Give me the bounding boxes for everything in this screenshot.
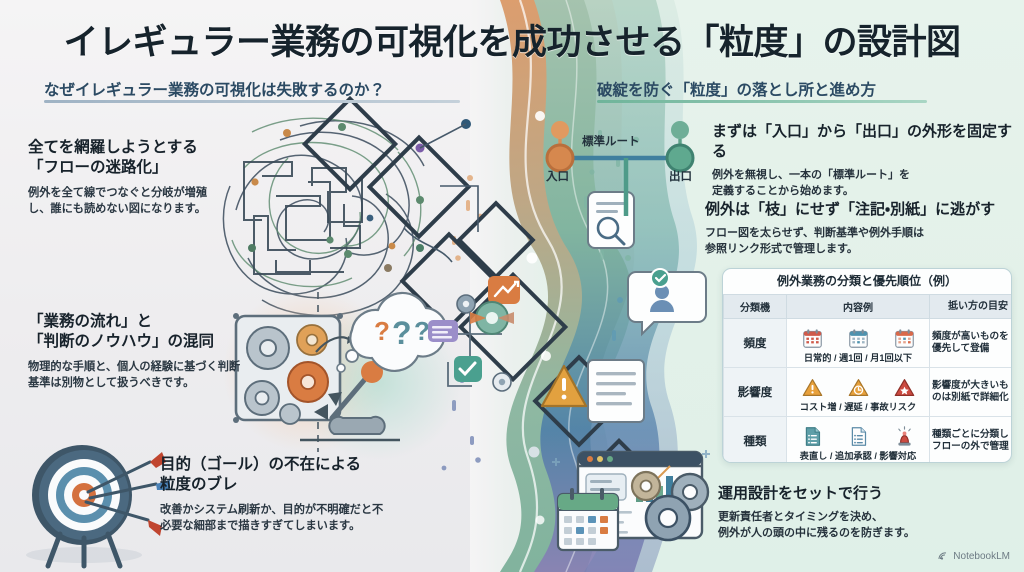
target-dartboard-illustration xyxy=(26,445,170,569)
calendar-red-icon xyxy=(802,329,822,348)
table-col-guidance: 抵い方の目安 xyxy=(929,294,1011,319)
calendar-orange-icon xyxy=(894,329,914,348)
row-1-guidance: 頻度が高いものを 優先して登備 xyxy=(929,318,1011,368)
subtitle-underline-left xyxy=(44,100,460,103)
right-point-2-body: フロー図を太らせず、判断基準や例外手順は 参照リンク形式で管理します。 xyxy=(705,226,925,255)
left-point-1-body: 例外を全て線でつなぐと分岐が増殖し、誰にも読めない図になります。 xyxy=(28,186,208,216)
section-subtitle-left: なぜイレギュラー業務の可視化は失敗するのか？ xyxy=(44,82,386,99)
left-point-3: 目的（ゴール）の不在による 粒度のブレ 改善かシステム刷新か、目的が不明確だと不… xyxy=(160,455,390,534)
person-approval-illustration xyxy=(627,268,707,337)
right-point-2: 例外は「枝」にせず「注記・別紙」に逃がす フロー図を太らせず、判断基準や例外手順… xyxy=(705,200,1015,258)
row-2-category: 影響度 xyxy=(723,367,787,417)
right-point-3: 運用設計をセットで行う 更新責任者とタイミングを決め、 例外が人の頭の中に残るの… xyxy=(718,484,1018,542)
table-row: 種類 xyxy=(723,416,1011,462)
calendar-icon xyxy=(556,488,620,552)
row-1-examples: 日常的 / 週1回 / 月1回以下 xyxy=(786,318,930,368)
row-3-category: 種類 xyxy=(723,416,787,462)
entry-label: 入口 xyxy=(546,171,569,183)
document-teal-icon xyxy=(805,427,820,446)
settings-gear-icon xyxy=(630,470,710,542)
left-point-3-body: 改善かシステム刷新か、目的が不明確だと不必要な細部まで描きすぎてしまいます。 xyxy=(160,503,384,533)
exception-priority-table: 分類機 内容例 抵い方の目安 頻度 xyxy=(723,294,1011,462)
page-title: イレギュラー業務の可視化を成功させる「粒度」の設計図 xyxy=(63,23,961,62)
clock-warning-icon xyxy=(848,379,868,396)
exit-label: 出口 xyxy=(669,171,692,183)
route-label: 標準ルート xyxy=(582,136,640,148)
document-blue-icon xyxy=(851,427,866,446)
svg-text:?: ? xyxy=(374,316,390,346)
left-point-2: 「業務の流れ」と 「判断のノウハウ」の混同 物理的な手順と、個人の経験に基づく判… xyxy=(28,312,250,391)
table-title: 例外業務の分類と優先順位（例） xyxy=(776,274,957,288)
right-point-3-body: 更新責任者とタイミングを決め、 例外が人の頭の中に残るのを防ぎます。 xyxy=(718,510,915,539)
alarm-light-icon xyxy=(897,426,911,446)
row-3-examples: 表直し / 追加承認 / 影響対応 xyxy=(786,416,930,462)
row-3-icon-group xyxy=(789,420,927,447)
row-1-icon-group xyxy=(789,322,927,349)
left-point-1: 全てを網羅しようとする 「フローの迷路化」 例外を全て線でつなぐと分岐が増殖し、… xyxy=(28,138,228,217)
left-point-3-heading: 目的（ゴール）の不在による 粒度のブレ xyxy=(160,456,362,494)
lever-icon xyxy=(300,336,400,442)
section-subtitle-right: 破綻を防ぐ「粒度」の落とし所と進め方 xyxy=(597,82,877,99)
right-point-3-heading: 運用設計をセットで行う xyxy=(718,485,884,502)
table-row: 頻度 xyxy=(723,318,1011,368)
right-point-1-body: 例外を無視し、一本の「標準ルート」を 定義することから始めます。 xyxy=(712,168,910,197)
node-network-illustration xyxy=(428,276,520,392)
row-2-examples: コスト増 / 遅延 / 事故リスク xyxy=(786,367,930,417)
left-point-2-body: 物理的な手順と、個人の経験に基づく判断基準は別物として扱うべきです。 xyxy=(28,360,241,390)
right-point-1-heading: まずは「入口」から「出口」の外形を固定する xyxy=(712,123,1013,160)
notebooklm-icon xyxy=(938,552,947,560)
table-col-examples: 内容例 xyxy=(786,294,930,319)
row-1-category: 頻度 xyxy=(723,318,787,368)
warning-orange-icon xyxy=(802,379,822,396)
row-2-icon-group xyxy=(789,371,927,398)
gears-and-doubt-illustration: ? ? ? xyxy=(222,288,462,460)
table-col-category: 分類機 xyxy=(723,294,787,319)
row-2-guidance: 影響度が大きいも のは別紙で詳細化 xyxy=(929,367,1011,417)
exception-priority-table-card: 例外業務の分類と優先順位（例） 分類機 内容例 抵い方の目安 頻度 xyxy=(722,268,1012,463)
dashboard-calendar-illustration xyxy=(552,450,710,552)
notebooklm-label: NotebookLM xyxy=(953,550,1010,562)
table-row: 影響度 xyxy=(723,367,1011,417)
row-1-examples-label: 日常的 / 週1回 / 月1回以下 xyxy=(803,353,913,363)
table-header-row: 分類機 内容例 抵い方の目安 xyxy=(723,294,1011,319)
row-3-examples-label: 表直し / 追加承認 / 影響対応 xyxy=(799,451,917,461)
left-point-2-heading: 「業務の流れ」と 「判断のノウハウ」の混同 xyxy=(28,313,215,351)
right-point-2-heading: 例外は「枝」にせず「注記・別紙」に逃がす xyxy=(705,201,996,218)
question-cloud-icon: ? ? ? xyxy=(336,291,448,373)
row-3-guidance: 種類ごとに分類し フローの外で管理 xyxy=(929,416,1011,462)
calendar-blue-icon xyxy=(848,329,868,348)
document-search-illustration xyxy=(587,191,635,249)
standard-route-diagram xyxy=(545,121,695,216)
subtitle-underline-right xyxy=(597,100,927,103)
row-2-examples-label: コスト増 / 遅延 / 事故リスク xyxy=(799,402,917,412)
gear-cluster-icon xyxy=(244,324,329,425)
right-point-1: まずは「入口」から「出口」の外形を固定する 例外を無視し、一本の「標準ルート」を… xyxy=(712,122,1012,199)
warning-document-illustration xyxy=(540,359,645,423)
svg-text:?: ? xyxy=(414,316,430,346)
notebooklm-watermark: NotebookLM xyxy=(937,550,1010,562)
left-point-1-heading: 全てを網羅しようとする 「フローの迷路化」 xyxy=(28,139,198,177)
svg-text:?: ? xyxy=(392,315,412,351)
hazard-red-icon xyxy=(894,379,914,396)
